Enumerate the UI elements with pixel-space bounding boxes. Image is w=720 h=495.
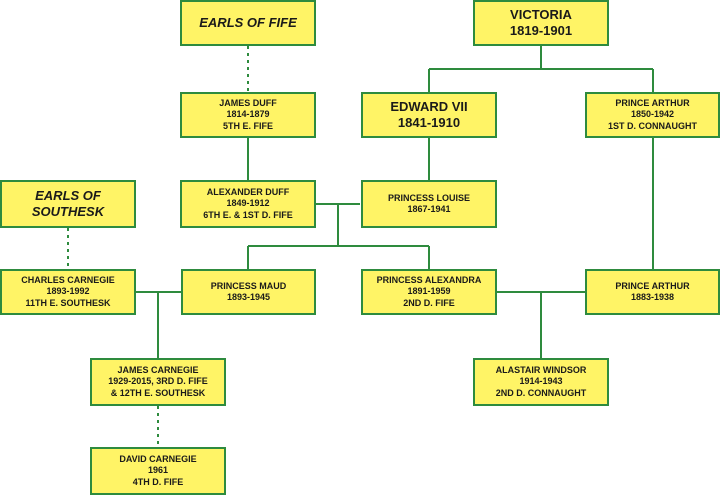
node-line: PRINCE ARTHUR (615, 280, 690, 291)
node-line: CHARLES CARNEGIE (21, 275, 115, 286)
node-line: 1891-1959 (407, 286, 451, 297)
node-princess-alexandra: PRINCESS ALEXANDRA 1891-1959 2ND D. FIFE (361, 269, 497, 315)
node-alexander-duff: ALEXANDER DUFF 1849-1912 6TH E. & 1ST D.… (180, 180, 316, 228)
node-line: 1929-2015, 3RD D. FIFE (108, 376, 208, 387)
node-line: 1849-1912 (226, 198, 270, 209)
node-line: 1814-1879 (226, 109, 270, 120)
node-line: JAMES DUFF (219, 98, 277, 109)
node-line: & 12TH E. SOUTHESK (110, 387, 206, 398)
node-alastair-windsor: ALASTAIR WINDSOR 1914-1943 2ND D. CONNAU… (473, 358, 609, 406)
node-line: EARLS OF (35, 187, 101, 203)
node-earls-of-fife: EARLS OF FIFE (180, 0, 316, 46)
node-line: 1867-1941 (407, 204, 451, 214)
node-line: 2ND D. FIFE (403, 297, 455, 308)
node-line: PRINCESS LOUISE (387, 192, 470, 203)
node-earls-of-southesk: EARLS OF SOUTHESK (0, 180, 136, 228)
node-line: 1893-1945 (226, 292, 271, 302)
node-line: PRINCESS MAUD (210, 280, 287, 291)
node-line: EARLS OF FIFE (199, 14, 297, 30)
node-princess-louise: PRINCESS LOUISE 1867-1941 (361, 180, 497, 228)
node-james-carnegie: JAMES CARNEGIE 1929-2015, 3RD D. FIFE & … (90, 358, 226, 406)
node-line: 1914-1943 (519, 376, 563, 387)
node-prince-arthur-1883: PRINCE ARTHUR 1883-1938 (585, 269, 720, 315)
node-line: 1893-1992 (46, 286, 90, 297)
node-princess-maud: PRINCESS MAUD 1893-1945 (181, 269, 316, 315)
node-david-carnegie: DAVID CARNEGIE 1961 4TH D. FIFE (90, 447, 226, 495)
node-line: PRINCESS ALEXANDRA (376, 275, 482, 286)
node-edward-vii: EDWARD VII 1841-1910 (361, 92, 497, 138)
node-line: 1841-1910 (397, 115, 461, 130)
node-victoria: VICTORIA 1819-1901 (473, 0, 609, 46)
node-line: ALASTAIR WINDSOR (495, 365, 587, 376)
node-line: EDWARD VII (390, 98, 468, 114)
node-line: SOUTHESK (31, 204, 105, 219)
node-prince-arthur-1850: PRINCE ARTHUR 1850-1942 1ST D. CONNAUGHT (585, 92, 720, 138)
node-line: 1ST D. CONNAUGHT (607, 120, 697, 131)
node-line: 1883-1938 (630, 292, 675, 302)
node-line: 1819-1901 (509, 23, 573, 38)
node-line: 4TH D. FIFE (132, 476, 184, 487)
node-line: JAMES CARNEGIE (117, 365, 199, 376)
node-charles-carnegie: CHARLES CARNEGIE 1893-1992 11TH E. SOUTH… (0, 269, 136, 315)
node-line: DAVID CARNEGIE (119, 454, 197, 465)
node-line: 5TH E. FIFE (222, 120, 273, 131)
node-line: PRINCE ARTHUR (615, 98, 690, 109)
node-line: 6TH E. & 1ST D. FIFE (203, 209, 293, 220)
node-line: 1850-1942 (630, 109, 675, 120)
node-line: VICTORIA (510, 6, 572, 22)
node-line: ALEXANDER DUFF (206, 187, 290, 198)
node-line: 2ND D. CONNAUGHT (495, 387, 587, 398)
node-line: 1961 (147, 465, 169, 476)
node-james-duff: JAMES DUFF 1814-1879 5TH E. FIFE (180, 92, 316, 138)
node-line: 11TH E. SOUTHESK (25, 297, 111, 308)
